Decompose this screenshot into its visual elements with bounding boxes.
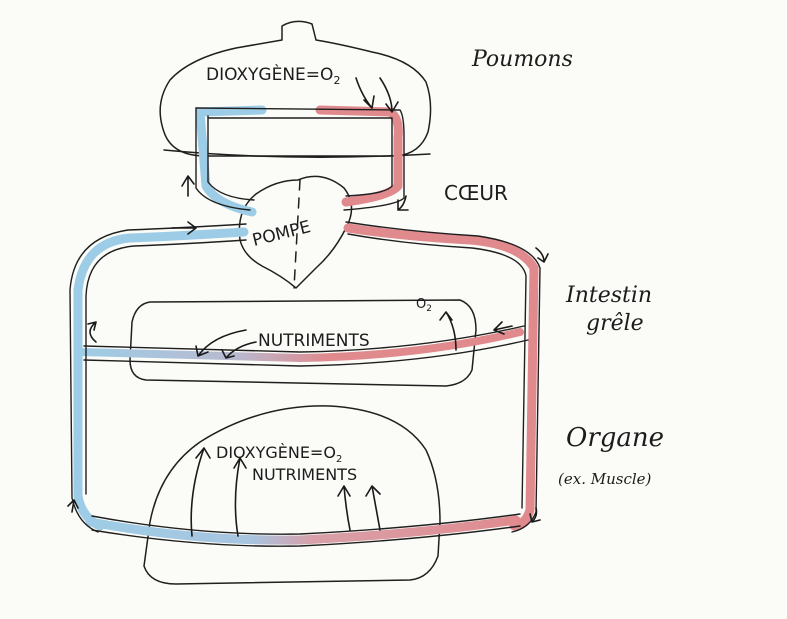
organ-delivery-arrow-4 [365,485,381,531]
pulmonary-vein [315,105,403,207]
pump-label: POMPE [250,217,312,251]
organ-content-text: DIOXYGÈNE=O [216,443,336,462]
aorta [343,223,539,531]
organ-content-line1: DIOXYGÈNE=O2 [216,443,342,465]
intestine-label-line1: Intestin [565,283,652,308]
organ-delivery-arrow-2 [233,457,247,537]
lung-content-text: DIOXYGÈNE=O [206,63,333,85]
lung-oxygen-arrow-2 [379,77,399,113]
intestine-outline [129,299,477,387]
flow-arrow-right-corner [535,247,549,263]
organ-example-label: (ex. Muscle) [558,470,652,488]
heart-outline [238,175,353,289]
flow-arrow-down-right [397,195,409,211]
intestine-label-line2: grêle [586,311,644,336]
intestine-o2-label: O2 [416,297,432,314]
flow-arrow-bottom-left [67,499,79,513]
organ-vessel [85,515,521,545]
flow-arrow-left-curl [87,321,97,343]
vessel-edges [69,107,541,547]
heart-label: CŒUR [444,181,508,205]
organ-content-line2: NUTRIMENTS [252,465,357,484]
intestine-o2-text: O [416,297,426,312]
intestine-o2-subscript: 2 [426,304,432,314]
flow-arrow-up-left [181,175,195,197]
organ-label: Organe [566,423,664,453]
flow-arrow-bottom-right [529,507,541,523]
flow-arrows [67,77,549,537]
lung-content-subscript: 2 [333,74,340,87]
heart-septum [293,179,301,289]
intestine-nutrient-arrow-1 [195,329,247,357]
lungs-outline [159,20,432,157]
intestine-vessel [76,328,524,362]
intestine-oxygen-arrow [439,311,457,351]
lung-content-label: DIOXYGÈNE=O2 [206,63,340,87]
lung-oxygen-arrow-1 [355,77,375,109]
flow-arrow-intestine-left [493,321,513,335]
organ-outline [143,405,441,585]
organ-delivery-arrow-1 [190,447,211,537]
flow-arrow-right-top [171,221,197,235]
intestine-nutrient-arrow-2 [221,341,257,359]
organ-content-subscript: 2 [336,454,342,465]
organ-delivery-arrow-3 [337,485,351,531]
vena-cava [73,227,249,531]
lungs-label: Poumons [471,47,573,72]
intestine-content-label: NUTRIMENTS [258,331,370,351]
